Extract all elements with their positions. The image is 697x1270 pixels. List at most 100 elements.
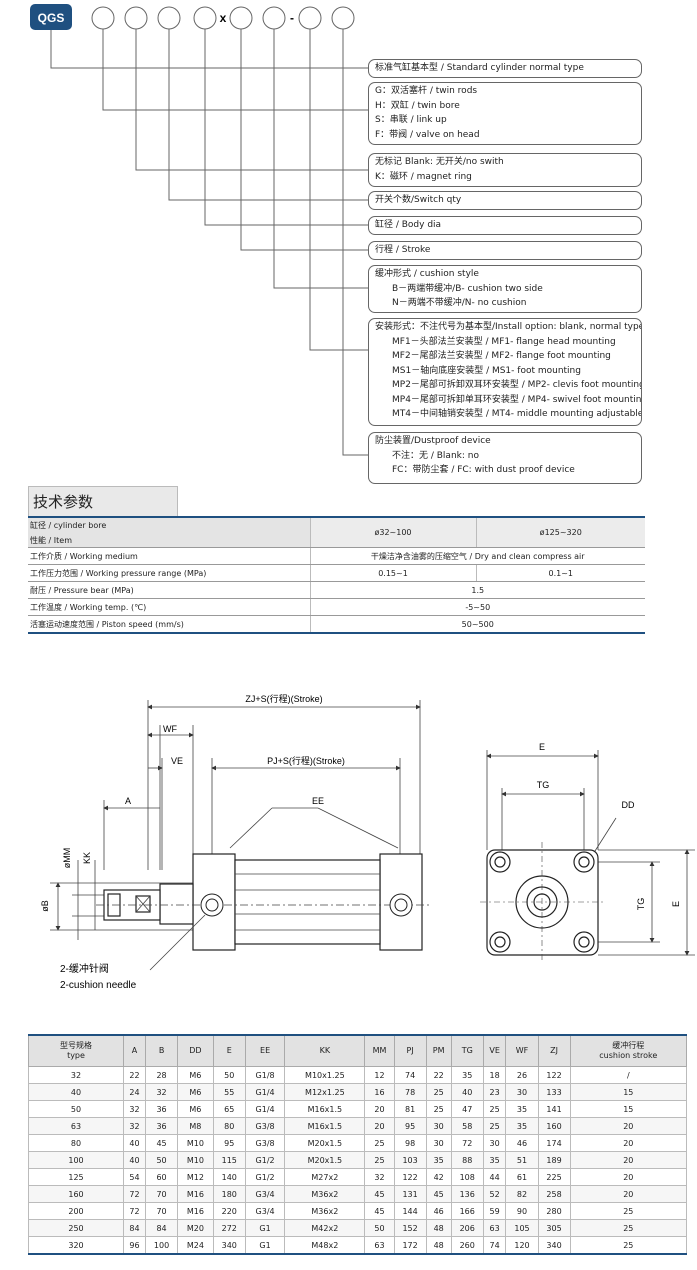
- dim-cell: 40: [450, 1083, 484, 1101]
- dim-cell: 152: [393, 1219, 427, 1237]
- code-desc-bore: 缸径 / Body dia: [368, 216, 642, 235]
- dim-cell: 15: [569, 1083, 688, 1101]
- dim-cell: 24: [122, 1083, 147, 1101]
- dim-cell: 63: [482, 1219, 507, 1237]
- spec-bore-a: ø32~100: [309, 516, 476, 548]
- dim-cell: 16: [364, 1083, 395, 1101]
- dim-cell: 105: [505, 1219, 539, 1237]
- dim-cell: G3/4: [244, 1185, 286, 1203]
- dim-cell: 30: [425, 1117, 452, 1135]
- cylinder-side-view: [103, 853, 423, 951]
- dim-cell: 35: [505, 1100, 539, 1118]
- dim-cell: 50: [145, 1151, 179, 1169]
- dim-header-cell: MM: [364, 1034, 395, 1067]
- dim-cell: 72: [122, 1202, 147, 1220]
- dim-header-cell: VE: [482, 1034, 507, 1067]
- dim-cell: 54: [122, 1168, 147, 1186]
- dim-cell: 340: [212, 1236, 246, 1255]
- dim-a-label: A: [125, 796, 131, 806]
- dim-cell: 100: [28, 1151, 124, 1169]
- spec-row-medium: 工作介质 / Working medium 干燥洁净含油雾的压缩空气 / Dry…: [28, 547, 645, 565]
- dim-cell: M20x1.5: [284, 1151, 366, 1169]
- dim-cell: M16: [177, 1202, 214, 1220]
- dim-cell: 189: [537, 1151, 571, 1169]
- dim-cell: 36: [145, 1117, 179, 1135]
- dim-cell: 25: [569, 1236, 688, 1255]
- dim-cell: 63: [364, 1236, 395, 1255]
- dim-cell: 225: [537, 1168, 571, 1186]
- dim-header-cell: PJ: [393, 1034, 427, 1067]
- dim-cell: 100: [145, 1236, 179, 1255]
- dim-cell: 30: [482, 1134, 507, 1152]
- dim-cell: 82: [505, 1185, 539, 1203]
- dim-cell: G1/4: [244, 1100, 286, 1118]
- code-desc-cushion: 缓冲形式 / cushion style B－两端带缓冲/B- cushion …: [368, 265, 642, 313]
- dim-cell: G1/8: [244, 1066, 286, 1084]
- dim-cell: M20: [177, 1219, 214, 1237]
- dim-cell: G3/8: [244, 1117, 286, 1135]
- spec-value: 1.5: [309, 581, 645, 599]
- dim-cell: 220: [212, 1202, 246, 1220]
- dim-cell: 95: [212, 1134, 246, 1152]
- dim-cell: 35: [425, 1151, 452, 1169]
- dim-cell: M27x2: [284, 1168, 366, 1186]
- dim-cell: M6: [177, 1083, 214, 1101]
- code-desc-dustproof: 防尘装置/Dustproof device 不注：无 / Blank: no F…: [368, 432, 642, 484]
- dim-cell: M42x2: [284, 1219, 366, 1237]
- dim-cell: 60: [145, 1168, 179, 1186]
- dim-cell: 120: [505, 1236, 539, 1255]
- dim-cell: 96: [122, 1236, 147, 1255]
- dim-cell: 80: [28, 1134, 124, 1152]
- dim-cell: M16: [177, 1185, 214, 1203]
- dim-cell: 45: [364, 1185, 395, 1203]
- dim-cell: 88: [450, 1151, 484, 1169]
- dim-cell: M6: [177, 1066, 214, 1084]
- dim-header-cell: E: [212, 1034, 246, 1067]
- dim-cell: 131: [393, 1185, 427, 1203]
- dim-cell: 305: [537, 1219, 571, 1237]
- dim-cell: 36: [145, 1100, 179, 1118]
- spec-row-bore: 缸径 / cylinder bore ø32~100 ø125~320: [28, 516, 645, 548]
- dim-cell: 70: [145, 1202, 179, 1220]
- dim-cell: 42: [425, 1168, 452, 1186]
- dim-header-cell: A: [122, 1034, 147, 1067]
- dim-cell: 72: [450, 1134, 484, 1152]
- dim-cell: 61: [505, 1168, 539, 1186]
- spec-value: 50~500: [309, 615, 645, 634]
- spec-row-item: 性能 / Item: [28, 533, 645, 548]
- dim-cell: 70: [145, 1185, 179, 1203]
- dim-cell: 125: [28, 1168, 124, 1186]
- dim-cell: 55: [212, 1083, 246, 1101]
- dim-cell: 46: [425, 1202, 452, 1220]
- dim-cell: G1/4: [244, 1083, 286, 1101]
- dim-cell: 22: [425, 1066, 452, 1084]
- code-slot-3: [157, 6, 181, 30]
- code-desc-type: 标准气缸基本型 / Standard cylinder normal type: [368, 59, 642, 78]
- dim-cell: 51: [505, 1151, 539, 1169]
- dim-cell: M10: [177, 1151, 214, 1169]
- dim-cell: 26: [505, 1066, 539, 1084]
- dim-cell: 20: [569, 1151, 688, 1169]
- dim-cell: 160: [28, 1185, 124, 1203]
- code-slot-6: [262, 6, 286, 30]
- dim-cell: 65: [212, 1100, 246, 1118]
- dim-cell: 280: [537, 1202, 571, 1220]
- dim-cell: G3/4: [244, 1202, 286, 1220]
- dim-header-cell: EE: [244, 1034, 286, 1067]
- dim-cell: 206: [450, 1219, 484, 1237]
- dim-cell: 84: [122, 1219, 147, 1237]
- code-desc-magnet: 无标记 Blank: 无开关/no swith K：磁环 / magnet ri…: [368, 153, 642, 187]
- dim-cell: 80: [212, 1117, 246, 1135]
- dim-e-label-side: E: [671, 901, 681, 907]
- spec-label: 工作温度 / Working temp. (℃): [28, 598, 310, 616]
- dim-cell: M10x1.25: [284, 1066, 366, 1084]
- spec-value: -5~50: [309, 598, 645, 616]
- spec-label: 工作介质 / Working medium: [28, 547, 310, 565]
